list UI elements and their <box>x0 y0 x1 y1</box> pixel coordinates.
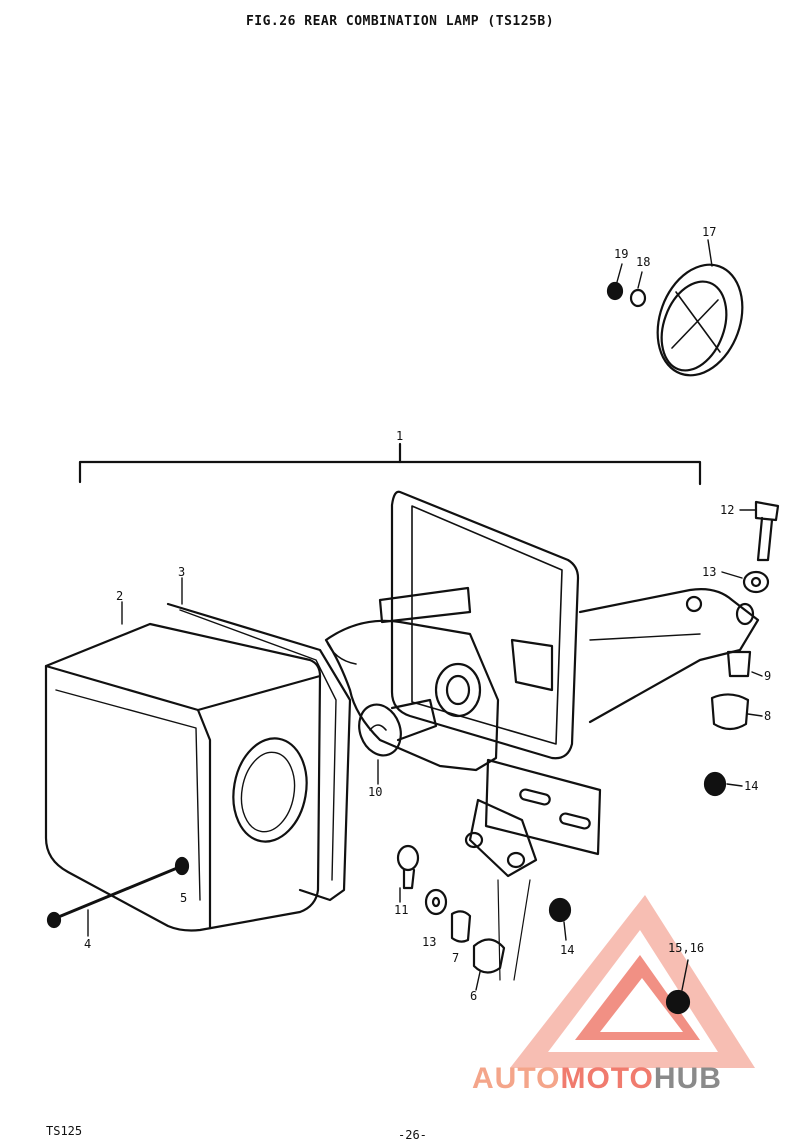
watermark-auto: AUTO <box>472 1062 561 1095</box>
lamp-base-plate <box>324 586 554 772</box>
label-part-1: 1 <box>396 429 403 443</box>
nut-part-14-lower <box>548 897 572 923</box>
label-part-10: 10 <box>368 785 382 799</box>
bolt-part-12 <box>739 500 780 562</box>
label-part-14-lower: 14 <box>560 943 574 957</box>
watermark-text: AUTOMOTOHUB <box>472 1062 722 1096</box>
watermark-hub: HUB <box>653 1062 722 1095</box>
collar-part-9 <box>726 650 763 678</box>
label-part-13-lower: 13 <box>422 935 436 949</box>
slotted-plate-bracket <box>464 758 602 878</box>
label-part-2: 2 <box>116 589 123 603</box>
mounting-bracket <box>578 588 760 724</box>
label-part-17: 17 <box>702 225 716 239</box>
nut-part-19 <box>606 281 624 301</box>
label-part-9: 9 <box>764 669 771 683</box>
cushion-part-8 <box>710 693 763 731</box>
label-part-14-right: 14 <box>744 779 758 793</box>
label-part-6: 6 <box>470 989 477 1003</box>
bulb-part-10 <box>358 698 438 785</box>
nut-part-14-right <box>703 771 727 797</box>
bolt-part-11 <box>396 844 420 903</box>
label-part-7: 7 <box>452 951 459 965</box>
gasket-part-3 <box>166 577 352 902</box>
diagram-title: FIG.26 REAR COMBINATION LAMP (TS125B) <box>245 14 555 29</box>
label-part-3: 3 <box>178 565 185 579</box>
washer-part-13-upper <box>742 570 770 594</box>
screw-part-4 <box>46 864 184 937</box>
label-part-4: 4 <box>84 937 91 951</box>
tail-lamp-lens-frame <box>390 490 580 760</box>
assembly-bracket-line <box>78 460 702 486</box>
washer-part-18 <box>629 288 647 308</box>
label-part-15-16: 15,16 <box>668 941 704 955</box>
label-part-18: 18 <box>636 255 650 269</box>
nut-part-15-16 <box>665 989 691 1015</box>
watermark-moto: MOTO <box>560 1062 654 1095</box>
reflector-part-17 <box>656 239 744 377</box>
collar-part-7 <box>450 910 472 943</box>
label-part-12: 12 <box>720 503 734 517</box>
washer-part-13-lower <box>424 888 448 916</box>
label-part-13-upper: 13 <box>702 565 716 579</box>
watermark-logo <box>510 895 755 1068</box>
label-part-19: 19 <box>614 247 628 261</box>
label-part-5: 5 <box>180 891 187 905</box>
label-part-8: 8 <box>764 709 771 723</box>
label-part-11: 11 <box>394 903 408 917</box>
footer-page-number: -26- <box>398 1128 427 1142</box>
nut-part-5 <box>174 856 190 876</box>
footer-model: TS125 <box>46 1124 83 1138</box>
tail-lamp-housing-part-2 <box>44 601 322 932</box>
